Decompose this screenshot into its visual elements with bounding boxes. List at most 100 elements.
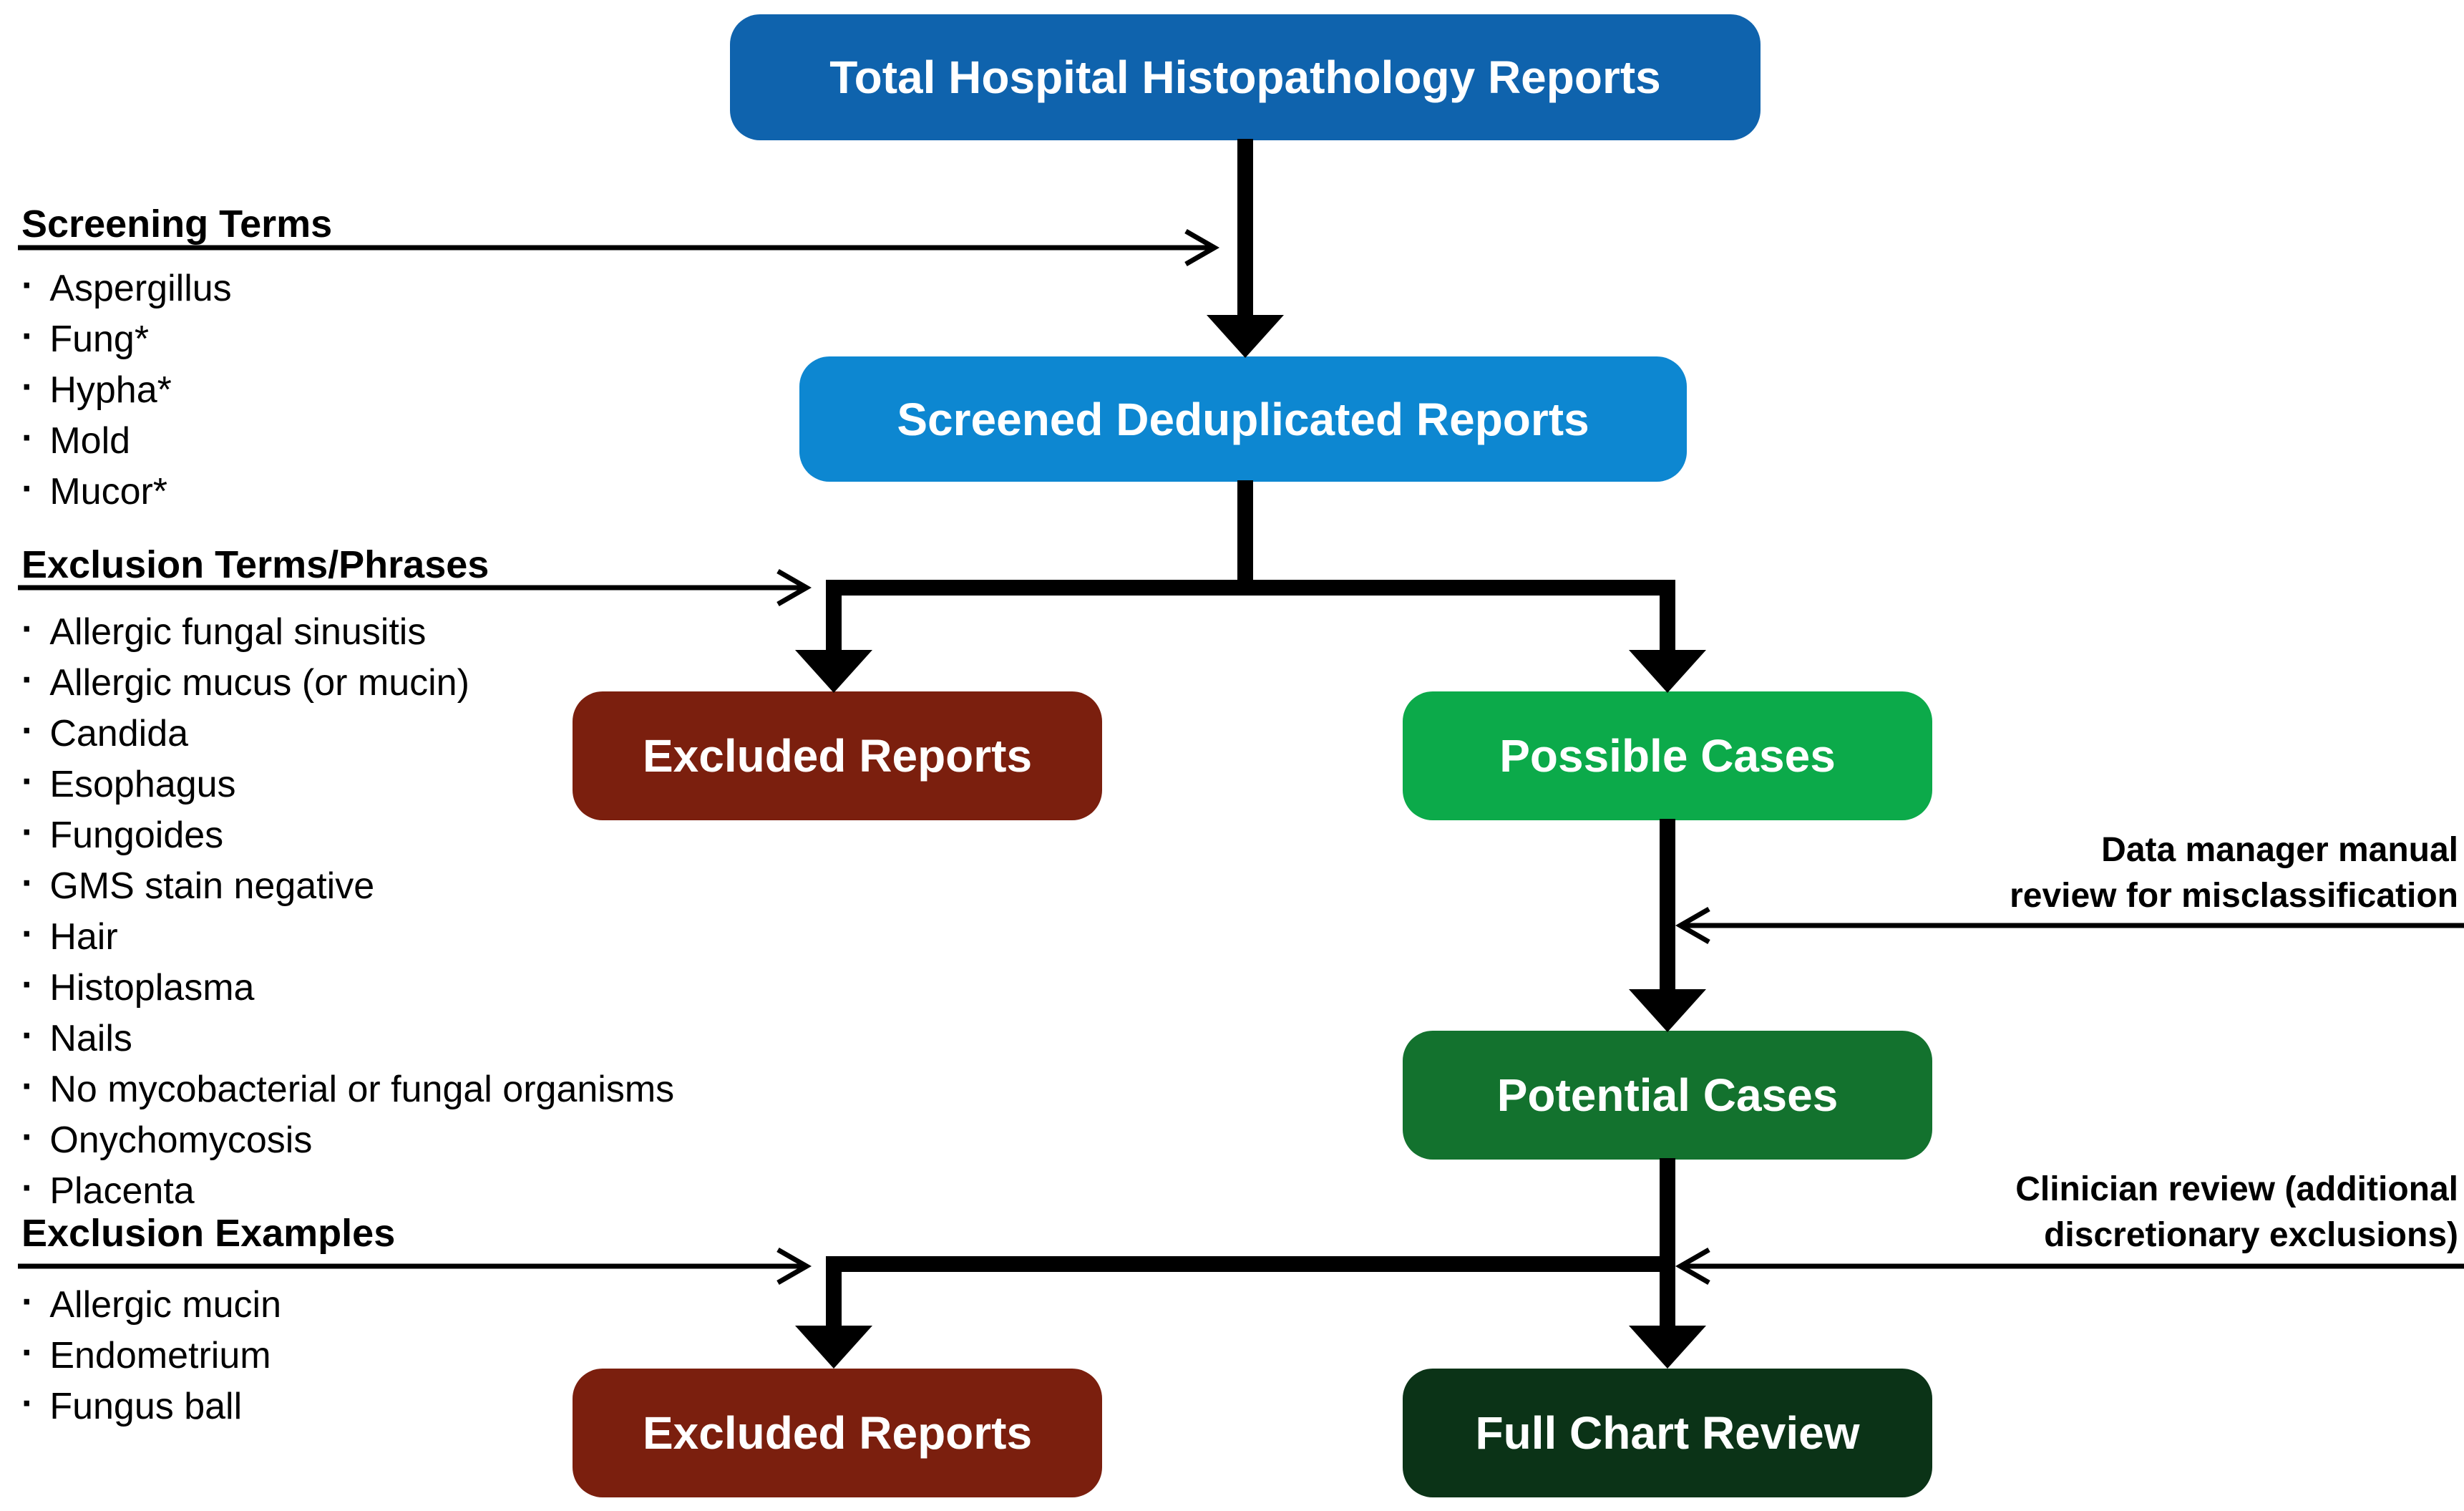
arrowhead-fullchart — [1629, 1326, 1706, 1369]
list-item: · GMS stain negative — [21, 861, 674, 912]
box-potential-cases: Potential Cases — [1403, 1031, 1932, 1160]
bullet: · — [21, 316, 34, 357]
box-excluded-reports-1: Excluded Reports — [573, 691, 1102, 820]
list-item: · Fungoides — [21, 810, 674, 861]
connector-branch1-left-drop — [826, 594, 842, 651]
list-item-text: Onychomycosis — [49, 1119, 313, 1161]
bullet: · — [21, 964, 34, 1006]
screening-terms-heading: Screening Terms — [21, 203, 333, 246]
list-item: · Mold — [21, 416, 232, 467]
bullet: · — [21, 1066, 34, 1107]
bullet: · — [21, 608, 34, 650]
list-item: · No mycobacterial or fungal organisms — [21, 1064, 674, 1115]
exclusion-terms-list: · Allergic fungal sinusitis ·Allergic mucu… — [21, 607, 674, 1217]
list-item: · Aspergillus — [21, 263, 232, 314]
connector-possible-to-potential — [1660, 819, 1675, 991]
box-screened-label: Screened Deduplicated Reports — [897, 393, 1589, 445]
list-item: · Mucor* — [21, 467, 232, 518]
list-item-text: Endometrium — [49, 1335, 271, 1376]
bullet: · — [21, 913, 34, 955]
data-manager-note-line1: Data manager manual — [2101, 831, 2458, 869]
screening-terms-list: · Aspergillus · Fung* · Hypha* · Mold · Mucor* — [21, 263, 232, 518]
list-item-text: Fungoides — [49, 815, 224, 856]
list-item-text: Placenta — [49, 1170, 195, 1212]
box-potential-label: Potential Cases — [1496, 1069, 1839, 1121]
list-item: ·Fungus ball — [21, 1381, 281, 1432]
list-item: · Hypha* — [21, 365, 232, 416]
list-item-text: Fung* — [49, 319, 150, 360]
bullet: · — [21, 417, 34, 459]
list-item-text: Hypha* — [49, 369, 172, 411]
clinician-note-line1: Clinician review (additional — [2015, 1170, 2458, 1208]
list-item-text: Hair — [49, 916, 118, 958]
list-item: · Histoplasma — [21, 963, 674, 1014]
list-item: · Placenta — [21, 1166, 674, 1217]
list-item-text: No mycobacterial or fungal organisms — [49, 1069, 675, 1110]
bullet: · — [21, 863, 34, 904]
screening-terms-arrow — [18, 226, 1235, 269]
bullet: · — [21, 265, 34, 306]
list-item: · Candida — [21, 709, 674, 759]
branch-bar-2 — [826, 1256, 1675, 1272]
box-excluded2-label: Excluded Reports — [642, 1407, 1033, 1459]
arrowhead-excluded1 — [795, 650, 872, 693]
connector-screened-to-branch — [1237, 480, 1253, 581]
bullet: · — [21, 1167, 34, 1209]
branch-bar-1 — [826, 580, 1675, 596]
exclusion-terms-heading: Exclusion Terms/Phrases — [21, 543, 490, 586]
arrowhead-possible — [1629, 650, 1706, 693]
list-item: · Esophagus — [21, 759, 674, 810]
box-total-hospital-histopathology-reports: Total Hospital Histopathology Reports — [730, 14, 1761, 140]
data-manager-arrow — [1667, 904, 2464, 947]
bullet: · — [21, 1281, 34, 1323]
list-item: · Fung* — [21, 314, 232, 365]
box-possible-cases: Possible Cases — [1403, 691, 1932, 820]
list-item-text: Nails — [49, 1018, 132, 1059]
box-excluded1-label: Excluded Reports — [642, 730, 1033, 782]
exclusion-examples-heading: Exclusion Examples — [21, 1212, 396, 1255]
list-item-text: Mold — [49, 420, 131, 462]
exclusion-examples-list: ·Allergic mucin·Endometrium·Fungus ball — [21, 1280, 281, 1432]
list-item: · Allergic fungal sinusitis — [21, 607, 674, 658]
data-manager-note-line2: review for misclassification — [2010, 877, 2458, 915]
arrowhead-screened — [1207, 315, 1284, 358]
list-item: ·Allergic mucus (or mucin) — [21, 658, 674, 709]
list-item-text: Aspergillus — [49, 268, 232, 309]
list-item: ·Endometrium — [21, 1331, 281, 1381]
bullet: · — [21, 1015, 34, 1056]
list-item-text: Allergic fungal sinusitis — [49, 611, 427, 653]
arrowhead-excluded2 — [795, 1326, 872, 1369]
list-item-text: Mucor* — [49, 471, 168, 512]
list-item: · Hair — [21, 912, 674, 963]
connector-branch1-right-drop — [1660, 594, 1675, 651]
list-item-text: GMS stain negative — [49, 865, 375, 907]
clinician-review-note: Clinician review (additional discretiona… — [2015, 1167, 2458, 1258]
list-item-text: Allergic mucin — [49, 1284, 281, 1326]
bullet: · — [21, 468, 34, 510]
list-item-text: Histoplasma — [49, 967, 255, 1009]
box-full-chart-review: Full Chart Review — [1403, 1369, 1932, 1497]
connector-branch2-left-drop — [826, 1272, 842, 1327]
list-item-text: Esophagus — [49, 764, 236, 805]
connector-potential-to-fullchart — [1660, 1158, 1675, 1327]
data-manager-note: Data manager manual review for misclassi… — [2010, 827, 2458, 919]
bullet: · — [21, 366, 34, 408]
connector-total-to-screened — [1237, 139, 1253, 316]
list-item-text: Candida — [49, 713, 189, 754]
bullet: · — [21, 659, 34, 701]
bullet: · — [21, 710, 34, 752]
list-item: · Nails — [21, 1014, 674, 1064]
list-item: · Allergic mucin — [21, 1280, 281, 1331]
box-full-chart-label: Full Chart Review — [1475, 1407, 1860, 1459]
bullet: · — [21, 1383, 34, 1424]
clinician-note-line2: discretionary exclusions) — [2044, 1216, 2458, 1254]
box-excluded-reports-2: Excluded Reports — [573, 1369, 1102, 1497]
bullet: · — [21, 761, 34, 802]
box-total-label: Total Hospital Histopathology Reports — [829, 52, 1661, 103]
exclusion-examples-arrow — [18, 1245, 823, 1288]
bullet: · — [21, 1117, 34, 1158]
clinician-review-arrow — [1667, 1245, 2464, 1288]
list-item: · Onychomycosis — [21, 1115, 674, 1166]
bullet: · — [21, 812, 34, 853]
